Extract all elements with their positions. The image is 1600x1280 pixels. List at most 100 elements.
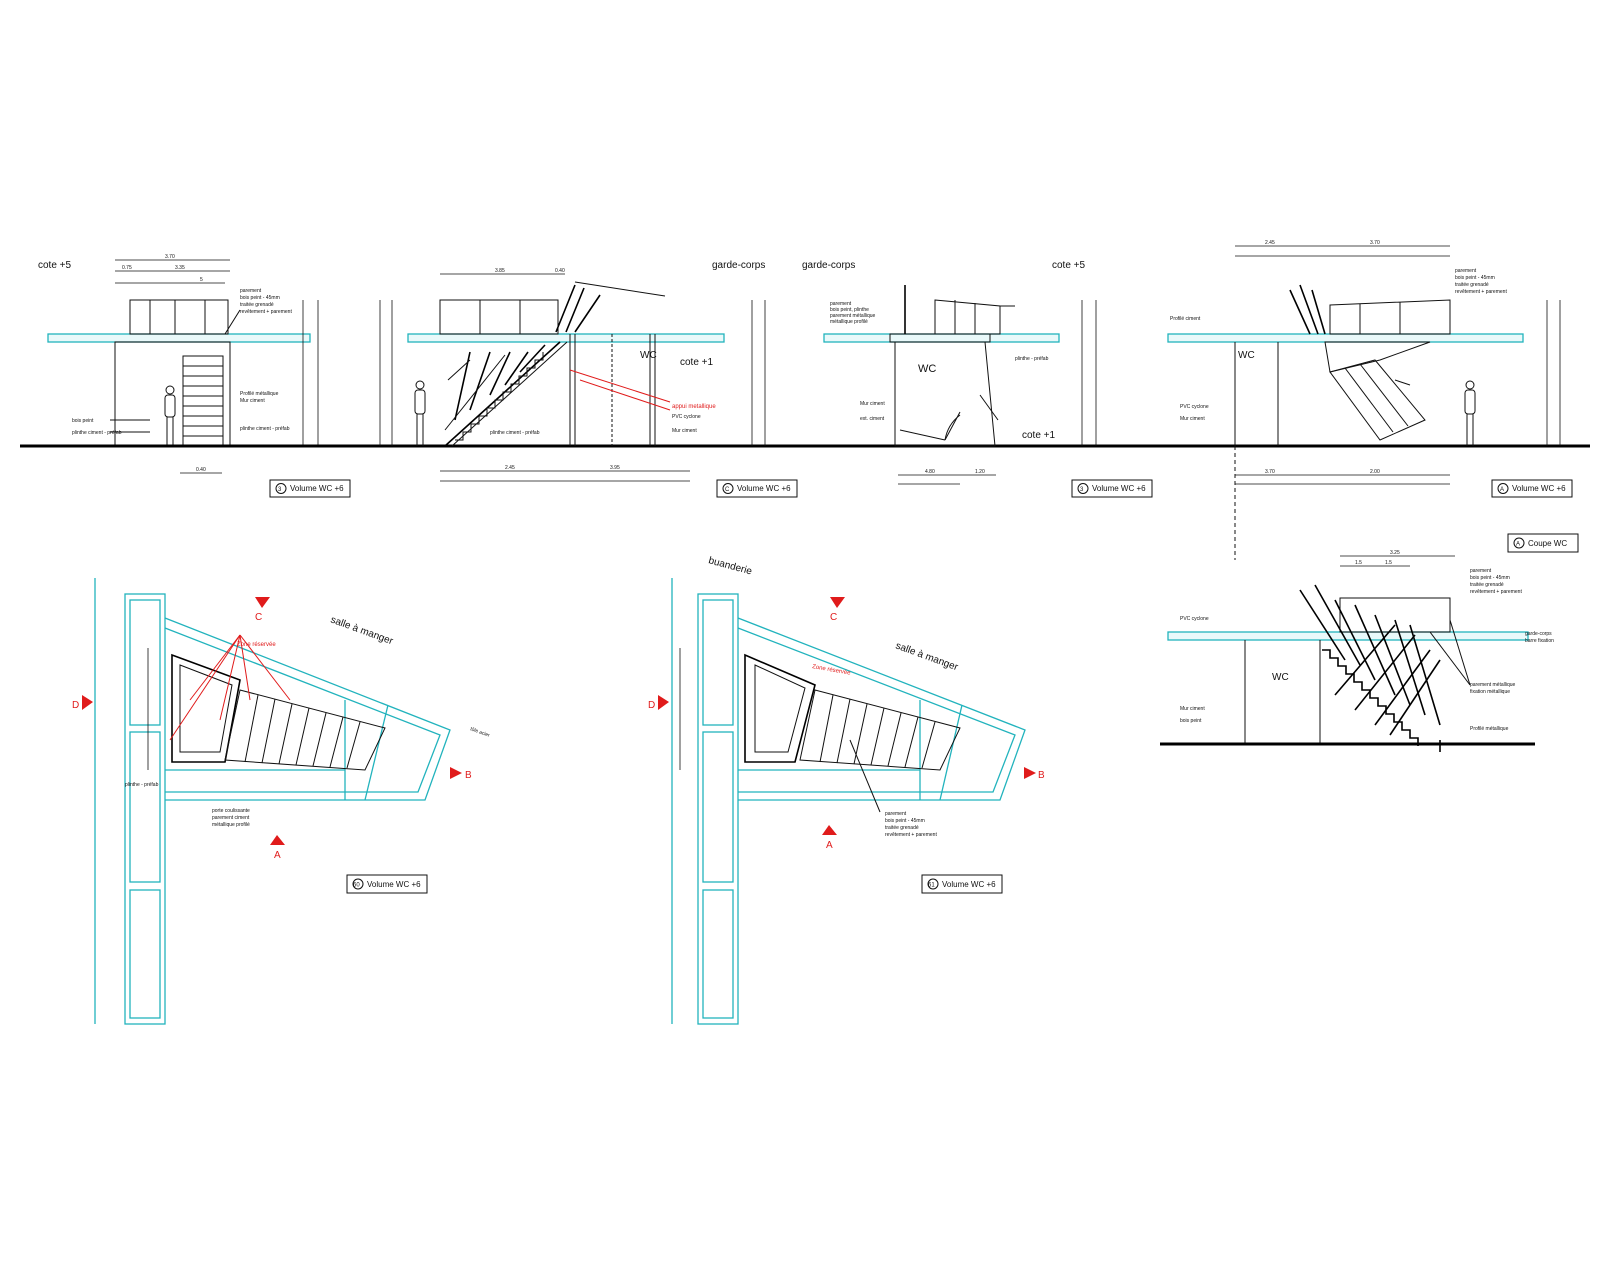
dim-label: 3.35 xyxy=(175,265,185,271)
elevation-2: WC appui metallique 3.85 0.40 2.45 3.95 … xyxy=(379,260,798,498)
wc-volume-upper xyxy=(934,299,1001,335)
note-label: traitée grenadé xyxy=(1470,582,1504,588)
note-label: PVC cyclone xyxy=(672,414,701,420)
wc-plan-block xyxy=(744,653,816,763)
section-arrow-b xyxy=(1024,767,1036,779)
note-label: Mur ciment xyxy=(860,401,885,407)
room-label: salle à manger xyxy=(329,614,395,647)
view-number: 3 xyxy=(278,487,282,493)
note-label: Mur ciment xyxy=(1180,706,1205,712)
note-label: bois peint xyxy=(1180,718,1202,724)
structural-wall xyxy=(124,593,166,1025)
note-label: bois peint - 45mm xyxy=(240,295,280,301)
note-label: parement xyxy=(830,301,852,307)
note-label: porte coulissante xyxy=(212,808,250,814)
view-title: Volume WC +6 xyxy=(1092,484,1146,493)
section-arrow-a xyxy=(822,825,837,835)
note-label: tôle acier xyxy=(469,726,490,739)
dim-label: 4.80 xyxy=(925,469,935,475)
view-title: Volume WC +6 xyxy=(290,484,344,493)
note-label: plinthe - préfab xyxy=(125,782,159,788)
stair-elevation xyxy=(1324,341,1431,441)
note-label: bois peint, plinthe xyxy=(830,307,869,313)
stair-section xyxy=(1299,584,1441,752)
note-label: bois peint - 45mm xyxy=(1455,275,1495,281)
elevation-1: cote +5 3. xyxy=(38,254,351,498)
note-label: parement xyxy=(885,811,907,817)
view-number: 60 xyxy=(353,883,360,889)
wc-volume-upper xyxy=(439,299,559,335)
dim-label: 0.75 xyxy=(122,265,132,271)
note-label: parement xyxy=(240,288,262,294)
section-marker-label: A xyxy=(274,850,281,861)
wc-volume-upper xyxy=(129,299,229,335)
annotation-leader xyxy=(579,379,671,411)
dim-label: 3.70 xyxy=(1265,469,1275,475)
elevation-3: garde-corps cote +5 WC cote +1 parement … xyxy=(802,260,1153,498)
wc-volume-lower xyxy=(894,341,996,447)
note-label: bois peint - 45mm xyxy=(885,818,925,824)
view-number: A xyxy=(1516,542,1520,548)
view-title: Volume WC +6 xyxy=(1512,484,1566,493)
view-number: 3 xyxy=(1080,487,1084,493)
level-label: garde-corps xyxy=(802,260,855,271)
dim-label: 1.20 xyxy=(975,469,985,475)
note-label: parement métallique xyxy=(830,313,876,319)
view-title-tag: 3 Volume WC +6 xyxy=(269,479,351,498)
dim-label: 1.5 xyxy=(1355,560,1362,566)
dim-label: 2.45 xyxy=(505,465,515,471)
section-marker-label: B xyxy=(1038,770,1045,781)
note-label: traitée grenadé xyxy=(885,825,919,831)
view-title: Volume WC +6 xyxy=(737,484,791,493)
level-label: garde-corps xyxy=(712,260,765,271)
room-label-wc: WC xyxy=(640,350,657,361)
stair-plan xyxy=(799,689,961,771)
view-title: Coupe WC xyxy=(1528,539,1567,548)
scale-figure xyxy=(414,380,426,446)
note-label: bois peint xyxy=(72,418,94,424)
note-label: métallique profilé xyxy=(830,319,868,325)
view-number: A xyxy=(1500,487,1504,493)
note-label: Mur ciment xyxy=(240,398,265,404)
section-marker-label: D xyxy=(72,700,79,711)
note-label: bois peint - 45mm xyxy=(1470,575,1510,581)
view-title: Volume WC +6 xyxy=(942,880,996,889)
view-title-tag: 60 Volume WC +6 xyxy=(346,874,428,894)
level-label-cote5: cote +5 xyxy=(38,260,72,271)
dim-label: 5 xyxy=(200,277,203,283)
room-label: salle à manger xyxy=(894,640,960,673)
section-arrow-c xyxy=(830,597,845,608)
note-label: Mur ciment xyxy=(1180,416,1205,422)
note-label: Profilé métallique xyxy=(1470,726,1509,732)
dim-label: 2.45 xyxy=(1265,240,1275,246)
section-marker-label: B xyxy=(465,770,472,781)
plan-perimeter xyxy=(164,617,451,801)
dim-label: 1.5 xyxy=(1385,560,1392,566)
dim-label: 3.70 xyxy=(1370,240,1380,246)
section-marker-label: C xyxy=(255,612,262,623)
stair-elevation xyxy=(444,341,568,447)
note-label: plinthe ciment - préfab xyxy=(72,430,122,436)
note-label: barre fixation xyxy=(1525,638,1554,644)
section-marker-label: D xyxy=(648,700,655,711)
dim-label: 3.70 xyxy=(165,254,175,260)
note-label: revêtement + parement xyxy=(1470,589,1522,595)
section-arrow-c xyxy=(255,597,270,608)
note-label: fixation métallique xyxy=(1470,689,1510,695)
floor-slab xyxy=(823,333,1060,343)
note-label: plinthe ciment - préfab xyxy=(490,430,540,436)
section-arrow-b xyxy=(450,767,462,779)
view-title-tag: A Volume WC +6 xyxy=(1491,479,1573,498)
dim-label: 3.85 xyxy=(495,268,505,274)
view-title-tag: A Coupe WC xyxy=(1507,533,1579,553)
note-label: parement ciment xyxy=(212,815,250,821)
note-label: garde-corps xyxy=(1525,631,1552,637)
plan-perimeter xyxy=(737,617,1026,801)
note-label: parement métallique xyxy=(1470,682,1516,688)
room-label-wc: WC xyxy=(918,363,936,375)
annotation-leader xyxy=(569,369,671,403)
scale-figure xyxy=(1464,380,1476,446)
note-label: PVC cyclone xyxy=(1180,404,1209,410)
section-arrow-d xyxy=(82,695,93,710)
